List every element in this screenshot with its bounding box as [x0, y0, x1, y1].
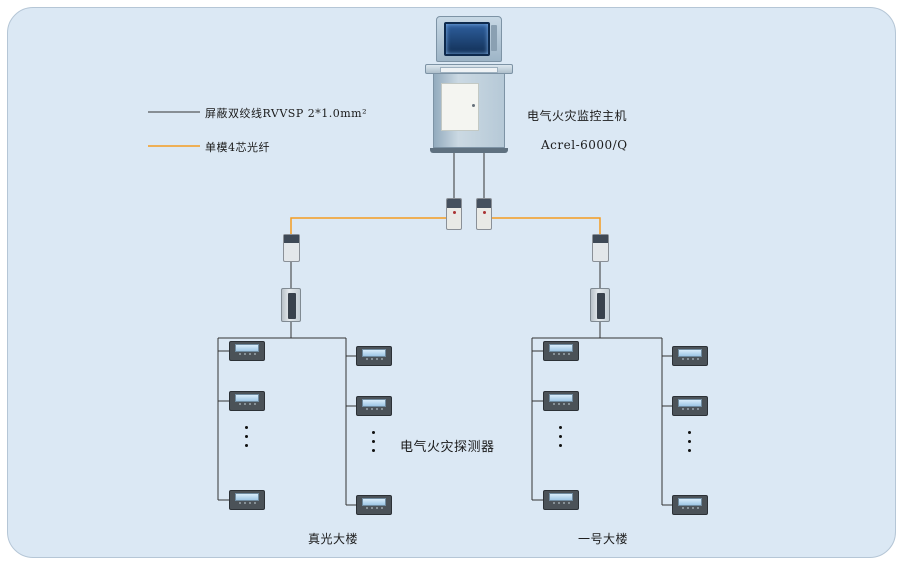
cabinet-door-handle [472, 104, 475, 107]
cabinet-base [430, 148, 508, 153]
fire-detector [356, 495, 392, 515]
legend-rvvsp-label: 屏蔽双绞线RVVSP 2*1.0mm² [205, 107, 367, 120]
fire-detector [356, 396, 392, 416]
fire-detector [229, 391, 265, 411]
building-right-label: 一号大楼 [578, 532, 629, 546]
cabinet-monitor [436, 16, 502, 62]
legend-fiber-label: 单模4芯光纤 [205, 141, 270, 154]
cabinet-body [433, 74, 505, 148]
monitoring-host-cabinet [425, 16, 513, 154]
ellipsis-dots [688, 431, 691, 452]
bus-gateway [592, 234, 609, 262]
bus-gateway [283, 234, 300, 262]
fire-detector [229, 341, 265, 361]
fire-detector [543, 490, 579, 510]
fire-detector [672, 495, 708, 515]
ellipsis-dots [559, 426, 562, 447]
cabinet-keyboard-tray [425, 64, 513, 74]
signal-converter [446, 198, 462, 230]
fire-detector [543, 341, 579, 361]
fire-detector [672, 346, 708, 366]
detector-label: 电气火灾探测器 [400, 440, 495, 455]
ellipsis-dots [245, 426, 248, 447]
fire-detector [229, 490, 265, 510]
fiber-module [281, 288, 301, 322]
cabinet-door [441, 83, 479, 131]
building-left-label: 真光大楼 [308, 532, 359, 546]
cabinet-screen [444, 22, 490, 56]
ellipsis-dots [372, 431, 375, 452]
cabinet-keyboard [440, 67, 498, 73]
host-model: Acrel-6000/Q [541, 138, 628, 152]
fire-detector [543, 391, 579, 411]
fire-detector [672, 396, 708, 416]
signal-converter [476, 198, 492, 230]
host-title: 电气火灾监控主机 [527, 109, 628, 123]
fiber-module [590, 288, 610, 322]
cabinet-buttons-panel [491, 25, 497, 51]
fire-detector [356, 346, 392, 366]
